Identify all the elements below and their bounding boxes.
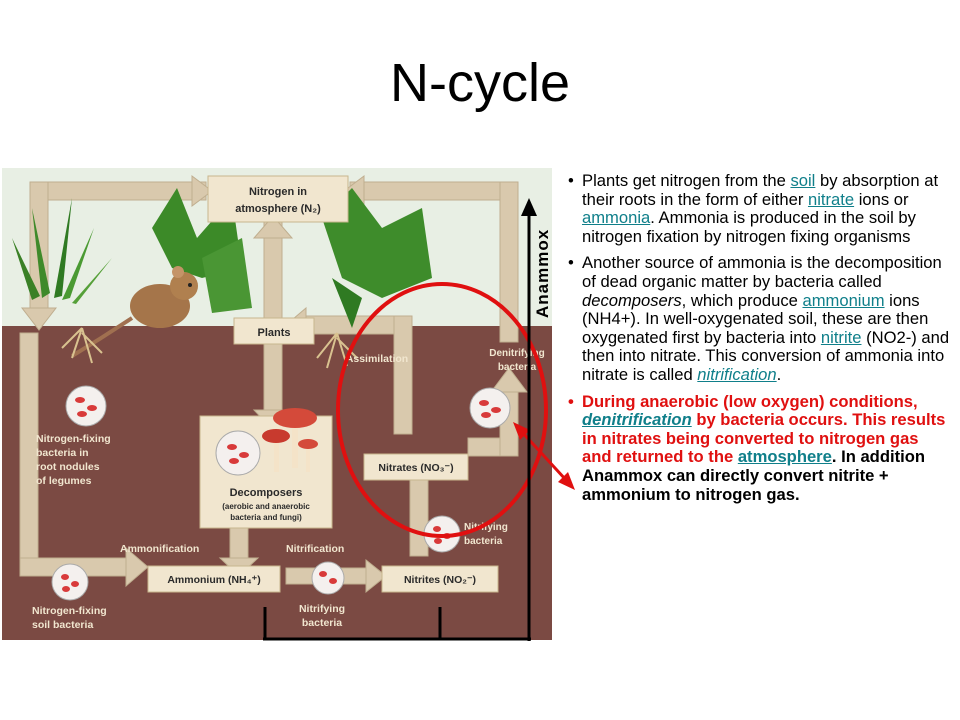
p2-text-c: ions (NH4+). In well-oxygenated soil, th… <box>582 290 929 347</box>
n-cycle-diagram: Nitrogen in atmosphere (N₂) Plants Assim… <box>2 168 552 640</box>
link-atmosphere[interactable]: atmosphere <box>737 447 832 467</box>
paragraph-plants: • Plants get nitrogen from the soil by a… <box>566 171 952 246</box>
link-nitrification[interactable]: nitrification <box>697 364 777 384</box>
atmosphere-label-1: Nitrogen in <box>249 186 307 198</box>
bullet-3: • <box>568 391 574 411</box>
ammonium-label: Ammonium (NH₄⁺) <box>167 574 260 586</box>
denitrifying-bacteria-icon <box>469 387 511 429</box>
decomposers-sub-2: bacteria and fungi) <box>230 513 302 522</box>
plant-illustration <box>12 188 432 328</box>
link-denitrification[interactable]: denitrification <box>582 410 692 430</box>
nitrites-box <box>381 565 499 593</box>
atmosphere-box <box>207 175 349 223</box>
nitrifying-bottom-label-2: bacteria <box>302 617 342 629</box>
paragraph-decomposition: • Another source of ammonia is the decom… <box>566 254 952 384</box>
nfix-nodules-label-1: Nitrogen-fixing <box>36 433 111 445</box>
denitrifying-label-1: Denitrifying <box>489 348 545 359</box>
p2-text-a: Another source of ammonia is the decompo… <box>582 253 942 291</box>
nitrifying-right-label-1: Nitrifying <box>464 522 508 533</box>
link-nitrate[interactable]: nitrate <box>807 189 855 209</box>
p2-text-d: (NO2-) and then into nitrate. This conve… <box>582 327 950 384</box>
nitrifying-right-label-2: bacteria <box>464 536 503 547</box>
p2-text-b: , which produce <box>681 290 803 310</box>
assimilation-label: Assimilation <box>346 353 408 365</box>
link-nitrite[interactable]: nitrite <box>820 327 862 347</box>
nitrification-label: Nitrification <box>286 543 344 555</box>
ammonification-label: Ammonification <box>120 543 199 555</box>
bullet-2: • <box>568 253 574 273</box>
plants-box <box>233 317 315 345</box>
soil-bacteria-icon <box>51 563 89 601</box>
p3-text-c: . In addition Anammox can directly conve… <box>582 447 925 504</box>
nfix-nodules-label-4: of legumes <box>36 475 92 487</box>
slide-title: N-cycle <box>389 53 570 113</box>
anammox-label: Anammox <box>533 228 552 318</box>
nitrifying-bacteria-right-icon <box>423 515 461 553</box>
bullet-1: • <box>568 171 574 190</box>
nitrites-label: Nitrites (NO₂⁻) <box>404 574 476 586</box>
p3-text-b: by bacteria occurs. This results in nitr… <box>582 410 946 467</box>
atmosphere-label-2: atmosphere (N₂) <box>235 203 321 215</box>
explanation-text: • Plants get nitrogen from the soil by a… <box>566 171 952 512</box>
decomposers-sub-1: (aerobic and anaerobic <box>222 502 310 511</box>
mushroom-icon <box>262 408 318 472</box>
mouse-illustration <box>70 266 198 358</box>
ammonium-box <box>147 565 281 593</box>
nitrates-label: Nitrates (NO₃⁻) <box>378 462 453 474</box>
nfix-nodules-label-2: bacteria in <box>36 447 89 459</box>
paragraph-denitrification: • During anaerobic (low oxygen) conditio… <box>566 391 952 505</box>
link-ammonium[interactable]: ammonium <box>802 290 885 310</box>
nfix-soil-label-1: Nitrogen-fixing <box>32 605 107 617</box>
p1-text-c: ions or <box>854 189 909 209</box>
p1-text-d: . Ammonia is produced in the soil by nit… <box>582 208 916 246</box>
p3-text-a: During anaerobic (low oxygen) conditions… <box>582 391 918 411</box>
nitrifying-bottom-label-1: Nitrifying <box>299 603 345 615</box>
p2-decomposers-term: decomposers <box>582 290 682 310</box>
p1-text-b: by absorption at their roots in the form… <box>582 171 939 209</box>
link-soil[interactable]: soil <box>790 171 816 190</box>
decomposers-label: Decomposers <box>230 487 303 499</box>
nfix-soil-label-2: soil bacteria <box>32 619 93 631</box>
decomposer-bacteria-icon <box>215 430 261 476</box>
link-ammonia[interactable]: ammonia <box>582 208 651 228</box>
p1-text-a: Plants get nitrogen from the <box>582 171 791 190</box>
p2-text-e: . <box>776 364 782 384</box>
nfix-nodules-label-3: root nodules <box>36 461 100 473</box>
denitrifying-label-2: bacteria <box>498 362 537 373</box>
nitrifying-bacteria-bottom-icon <box>311 561 345 595</box>
root-nodule-bacteria-icon <box>65 385 107 427</box>
plants-label: Plants <box>257 327 290 339</box>
